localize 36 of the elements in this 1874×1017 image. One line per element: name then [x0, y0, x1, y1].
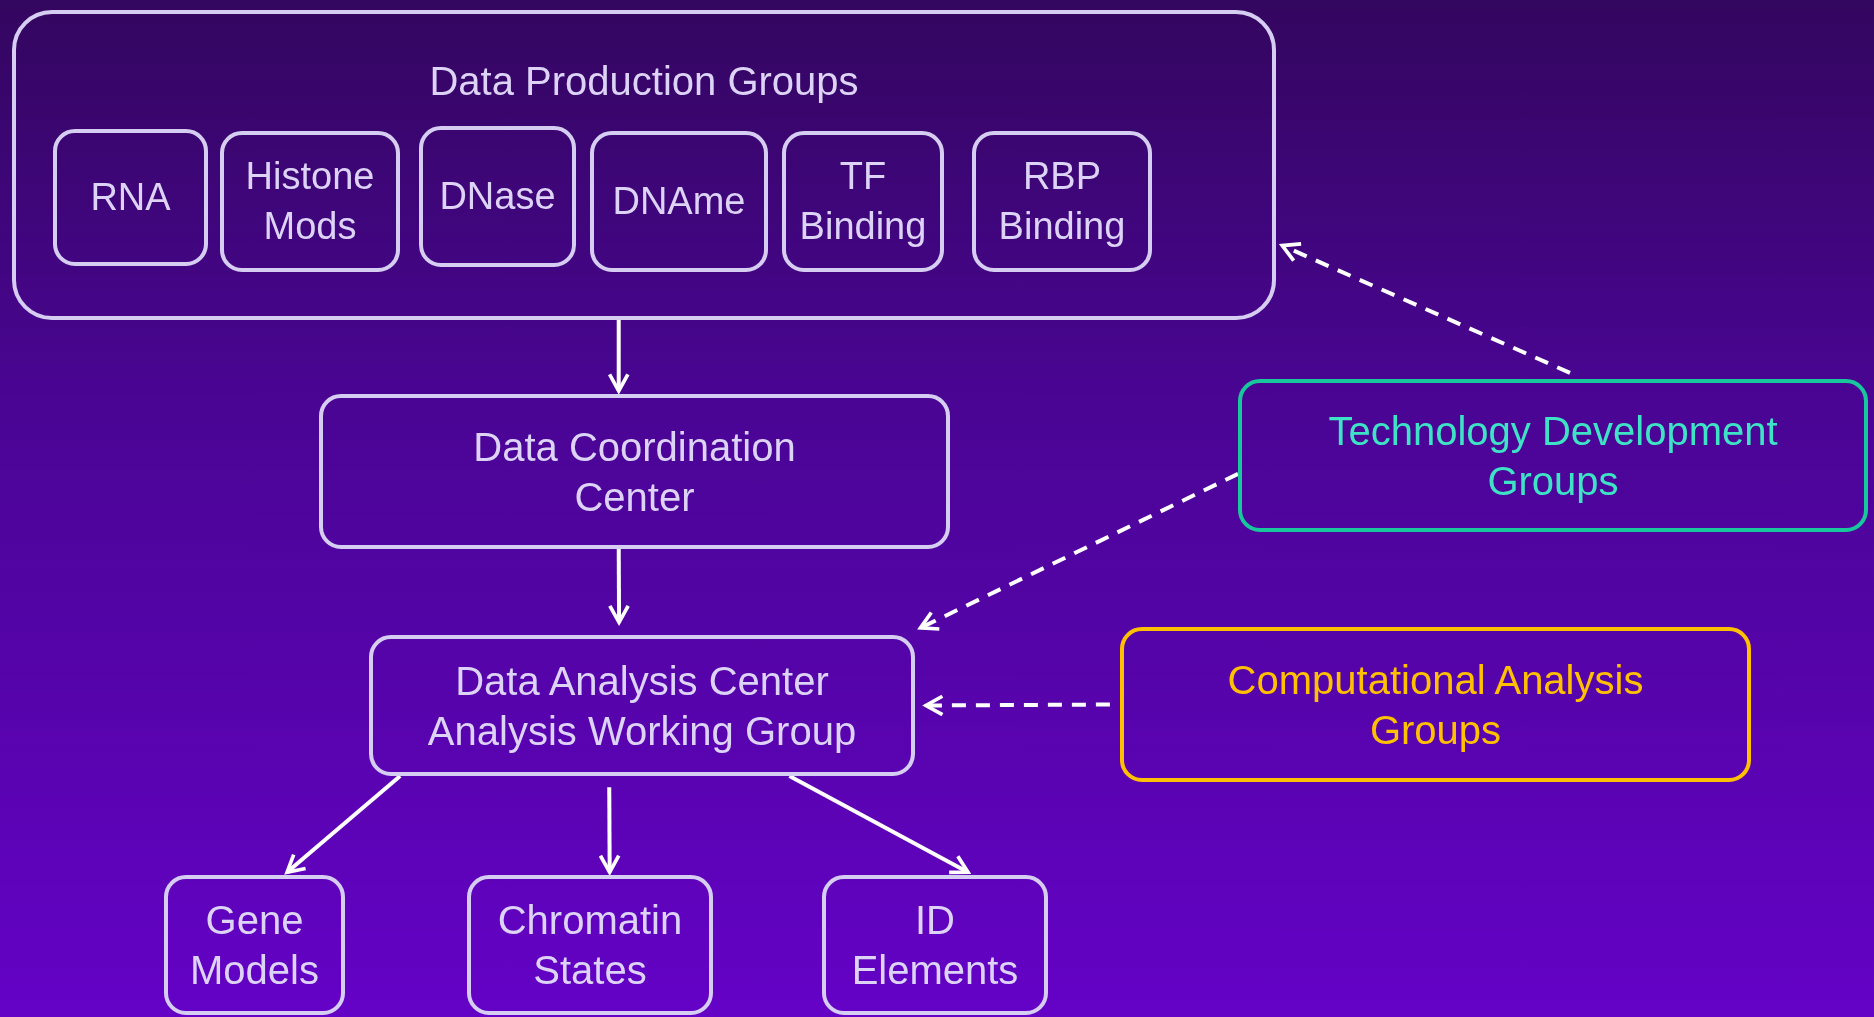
- process-box: [319, 394, 950, 549]
- node-label: DNase: [438, 173, 557, 219]
- process-box: [1238, 379, 1868, 532]
- node-label: Gene Models: [189, 897, 320, 994]
- node-label: DNAme: [611, 178, 747, 224]
- arrow: [608, 549, 630, 625]
- process-box: [467, 875, 713, 1015]
- node-label: TF Binding: [798, 154, 928, 249]
- category-box: [782, 131, 944, 272]
- process-box: [164, 875, 345, 1015]
- node-label: Computational Analysis Groups: [1226, 656, 1645, 754]
- node-label: Data Coordination Center: [472, 423, 797, 521]
- arrow: [607, 320, 630, 393]
- category-box: [972, 131, 1152, 272]
- process-box: [12, 10, 1276, 320]
- arrow: [598, 787, 621, 875]
- process-box: [369, 635, 915, 776]
- node-label: Data Analysis Center Analysis Working Group: [426, 657, 858, 755]
- node-label: Technology Development Groups: [1327, 407, 1779, 505]
- arrow: [1280, 242, 1571, 375]
- category-box: [590, 131, 768, 272]
- node-label: Chromatin States: [496, 897, 684, 994]
- process-box: [822, 875, 1048, 1015]
- process-box: [1120, 627, 1751, 782]
- node-label: ID Elements: [850, 897, 1020, 994]
- node-label: RNA: [89, 174, 172, 220]
- arrow: [285, 774, 402, 875]
- group-heading: Data Production Groups: [429, 58, 859, 105]
- category-box: [53, 129, 208, 266]
- arrow: [788, 774, 970, 875]
- arrow: [918, 472, 1239, 631]
- category-box: [220, 131, 400, 272]
- arrow: [924, 694, 1110, 717]
- category-box: [419, 126, 576, 267]
- node-label: RBP Binding: [997, 154, 1127, 249]
- node-label: Histone Mods: [244, 154, 376, 249]
